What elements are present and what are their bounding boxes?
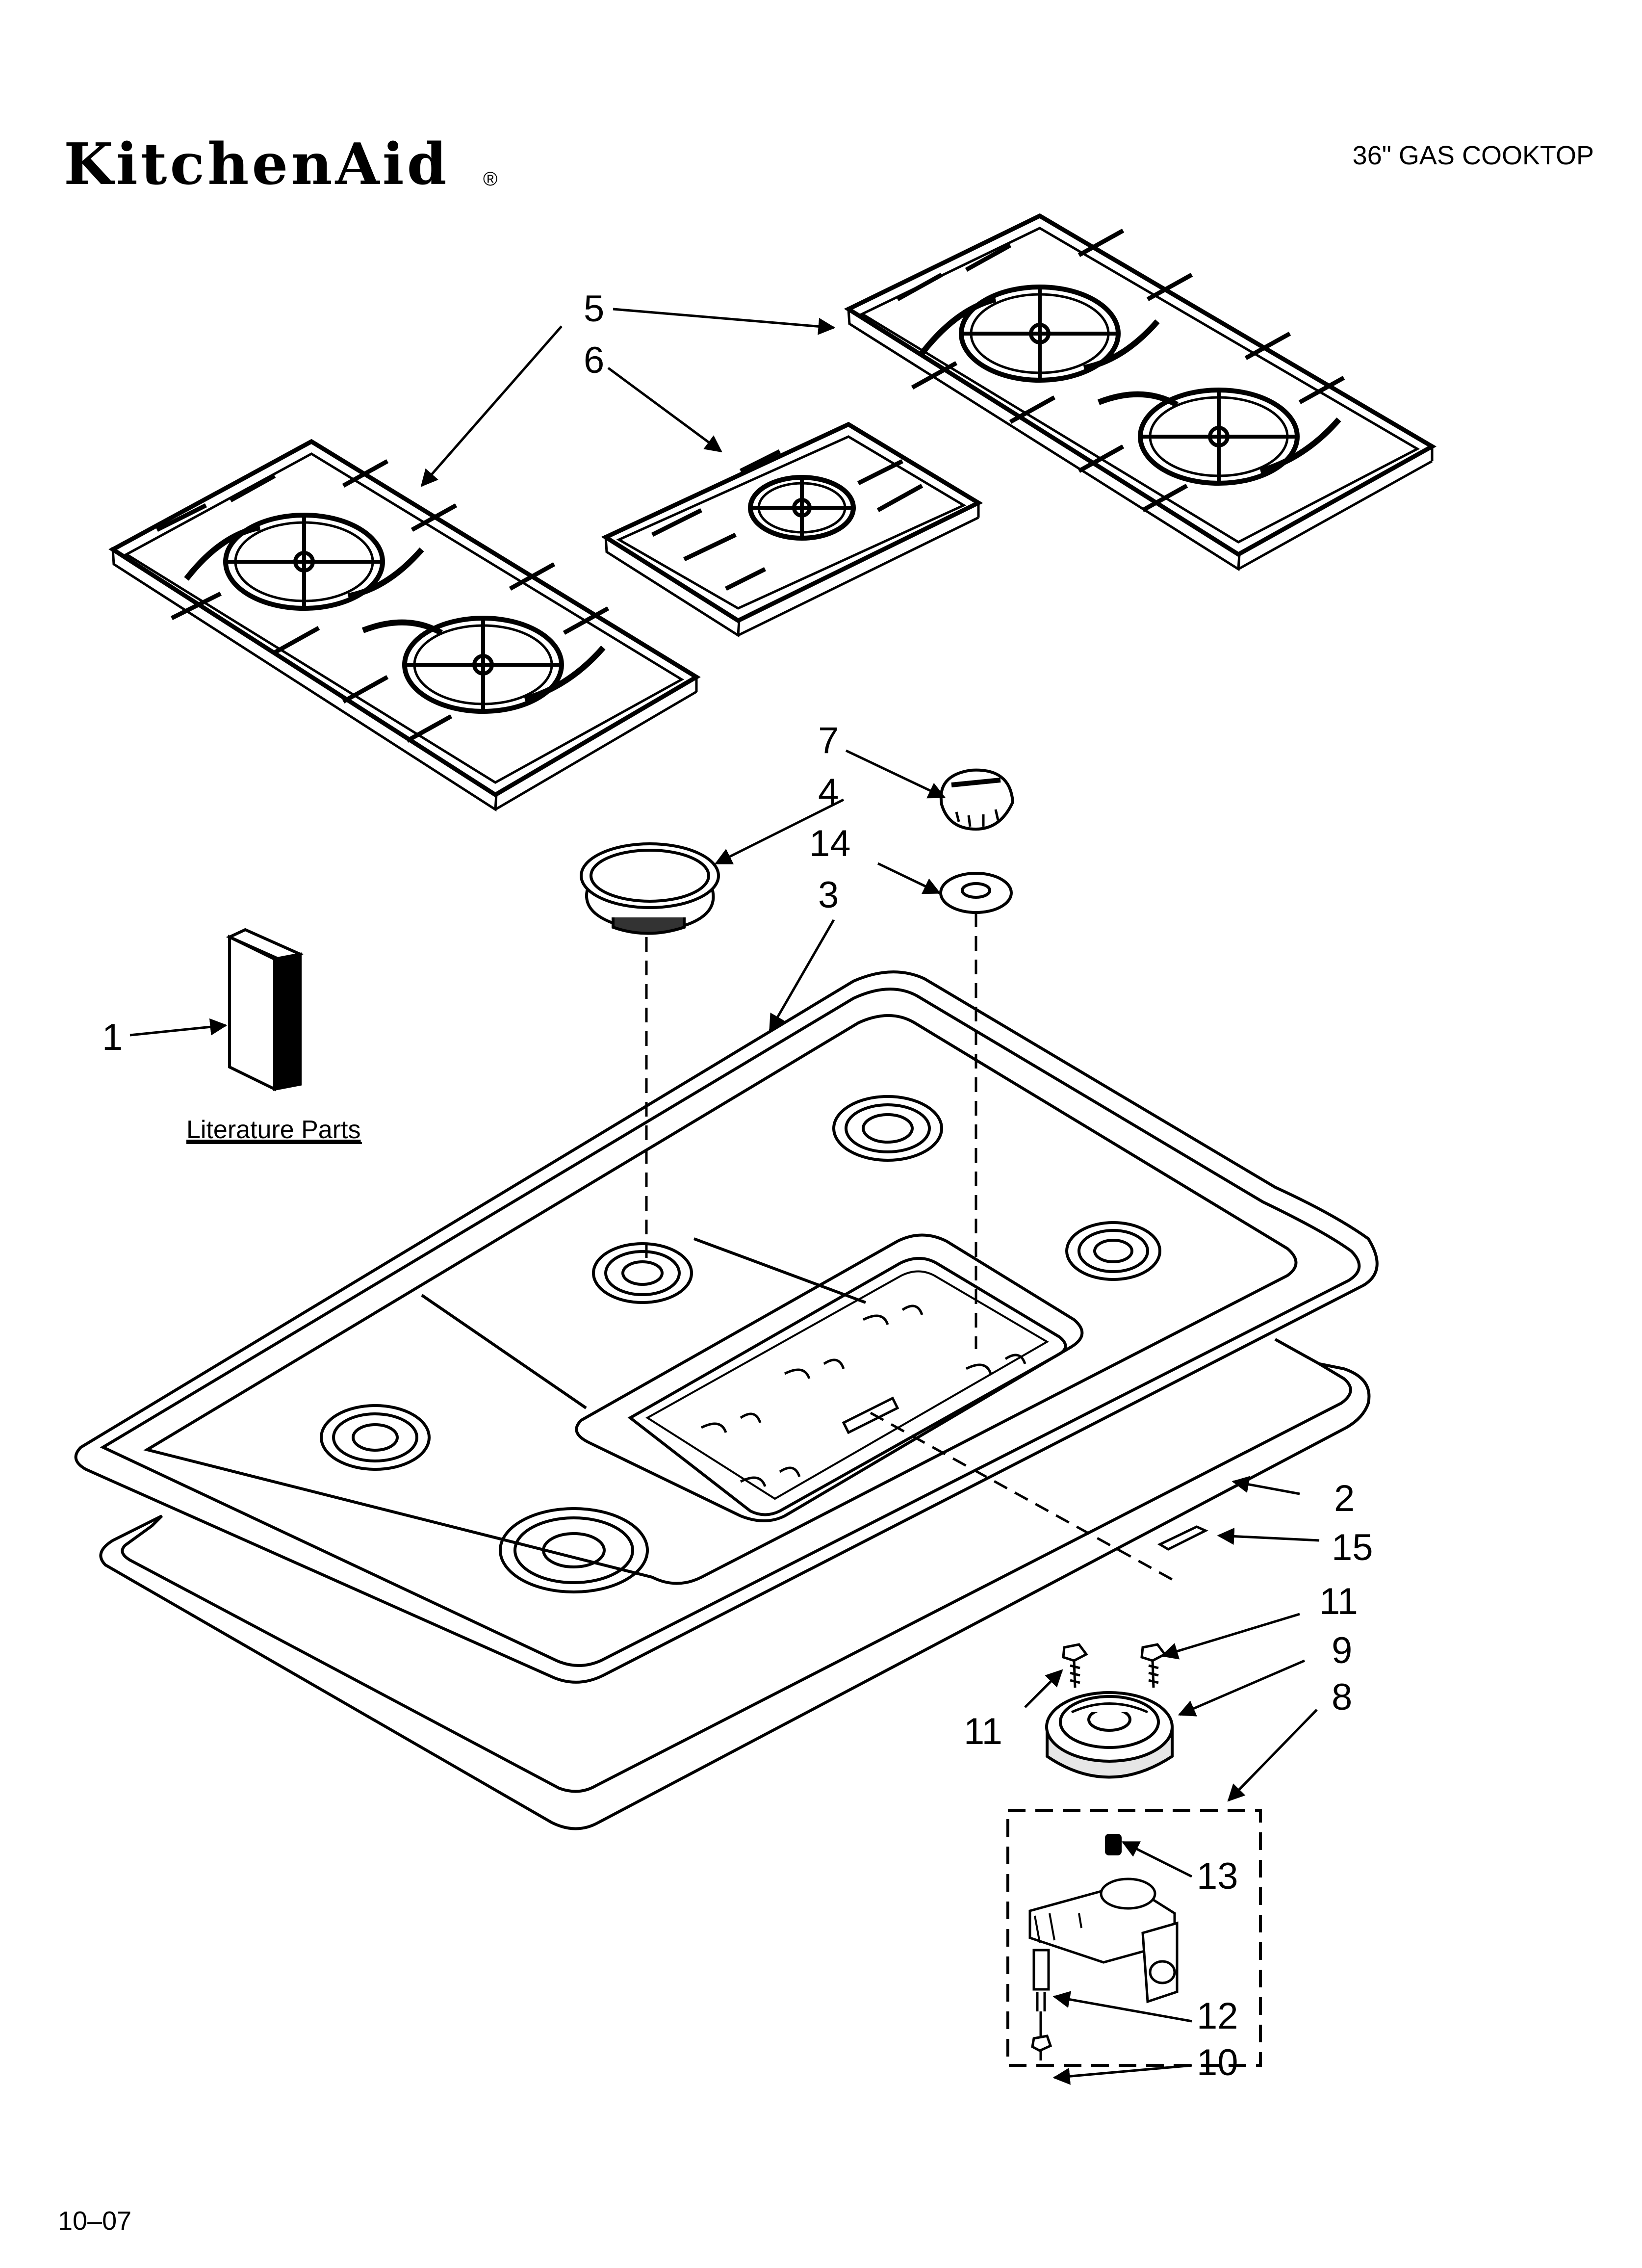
callout-4: 4 bbox=[818, 771, 839, 813]
grate-center-single bbox=[601, 421, 983, 638]
orifice bbox=[1105, 1834, 1122, 1855]
grate-right-double bbox=[844, 213, 1437, 572]
literature-parts-label: Literature Parts bbox=[186, 1116, 361, 1144]
callout-15: 15 bbox=[1332, 1527, 1373, 1568]
callout-7: 7 bbox=[818, 720, 839, 761]
callout-6: 6 bbox=[584, 339, 604, 381]
mounting-screw-right bbox=[1140, 1643, 1167, 1688]
mounting-screw-left bbox=[1062, 1643, 1088, 1688]
literature-parts-booklet bbox=[226, 928, 304, 1092]
callout-10: 10 bbox=[1197, 2042, 1238, 2084]
brand-logo: KitchenAid bbox=[64, 131, 450, 198]
callout-5: 5 bbox=[584, 288, 604, 330]
valve-kit-box bbox=[1006, 1809, 1262, 2067]
knob-bezel bbox=[939, 872, 1013, 914]
callout-13: 13 bbox=[1197, 1855, 1238, 1897]
date-code: 10–07 bbox=[58, 2206, 131, 2236]
callout-2: 2 bbox=[1334, 1478, 1355, 1519]
burner-cap bbox=[580, 842, 720, 935]
callout-14: 14 bbox=[809, 823, 851, 864]
cooktop-main-top bbox=[74, 970, 1379, 1684]
control-knob bbox=[939, 768, 1015, 831]
callout-9: 9 bbox=[1332, 1630, 1352, 1671]
brand-registered-mark: ® bbox=[483, 168, 497, 190]
callout-11-left: 11 bbox=[964, 1711, 1002, 1752]
control-panel-label bbox=[1157, 1525, 1208, 1551]
alignment-lines bbox=[645, 912, 1178, 1584]
callout-3: 3 bbox=[818, 874, 839, 916]
leader-arrows bbox=[129, 308, 1320, 2085]
callout-8: 8 bbox=[1332, 1676, 1352, 1718]
callout-12: 12 bbox=[1197, 1995, 1238, 2037]
callout-1: 1 bbox=[102, 1017, 123, 1058]
model-title: 36" GAS COOKTOP bbox=[1353, 141, 1594, 170]
callout-11-right: 11 bbox=[1319, 1581, 1358, 1622]
grate-left-double bbox=[108, 439, 701, 812]
cooktop-gasket bbox=[99, 1338, 1371, 1830]
surface-burner-base bbox=[1045, 1691, 1174, 1779]
callout-numbers: 1 2 3 4 5 6 7 8 9 10 11 11 12 13 14 15 bbox=[102, 288, 1373, 2084]
valve-shaft-and-screw bbox=[1031, 1949, 1052, 2060]
gas-valve-assembly bbox=[1028, 1877, 1179, 2004]
